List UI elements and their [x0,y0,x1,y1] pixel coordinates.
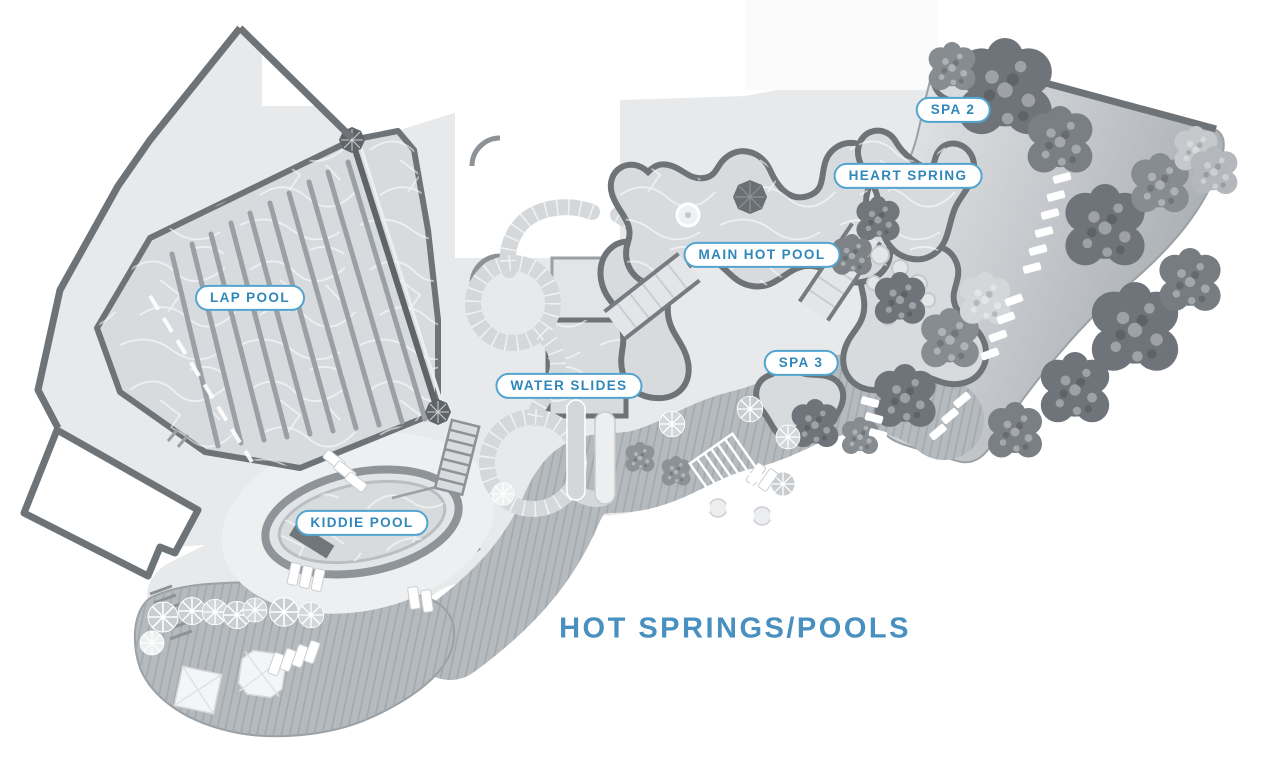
roof-cutouts [262,0,938,258]
table-icon [747,499,777,534]
area-label-heart-spring: HEART SPRING [833,162,983,190]
area-label-water-slides: WATER SLIDES [495,372,643,400]
area-label-kiddie-pool: KIDDIE POOL [295,509,429,537]
table-icon [703,491,733,526]
path-ticks [166,428,190,448]
lap-lane-lines [169,159,428,449]
area-label-main-hot-pool: MAIN HOT POOL [683,241,841,269]
pavilion-icon [173,665,223,715]
area-label-spa-3: SPA 3 [763,349,839,377]
map-title: HOT SPRINGS/POOLS [559,612,911,645]
area-label-spa-2: SPA 2 [915,96,991,124]
area-label-lap-pool: LAP POOL [195,284,305,312]
building-wing [20,426,202,580]
building-outline [20,25,355,580]
stepping-stones [860,172,1072,441]
pool-umbrella-icon [733,180,767,214]
slide-stairs [433,418,481,497]
deck-furniture [139,395,801,715]
pool-divider-rope [349,139,441,413]
